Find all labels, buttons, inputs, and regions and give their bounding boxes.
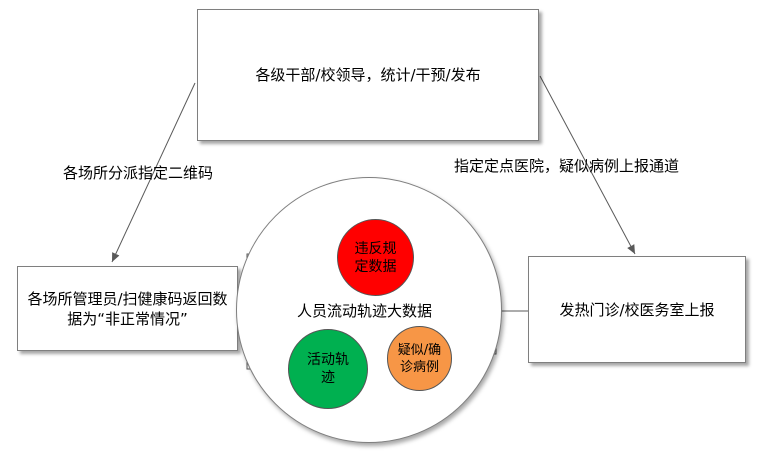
green-dot-text: 活动轨迹 [307, 352, 349, 386]
arrow-top-to-right [539, 75, 636, 255]
edge-label-left: 各场所分派指定二维码 [63, 164, 214, 182]
green-dot: 活动轨迹 [288, 329, 368, 409]
red-dot: 违反规定数据 [337, 219, 414, 296]
left-box: 各场所管理员/扫健康码返回数据为“非正常情况” [17, 266, 238, 351]
orange-dot: 疑似/确诊病例 [387, 326, 452, 391]
top-box-text: 各级干部/校领导，统计/干预/发布 [255, 66, 481, 84]
left-box-text: 各场所管理员/扫健康码返回数据为“非正常情况” [27, 289, 228, 328]
right-box-text: 发热门诊/校医务室上报 [559, 300, 715, 319]
top-box: 各级干部/校领导，统计/干预/发布 [197, 9, 539, 141]
orange-dot-text: 疑似/确诊病例 [397, 342, 442, 375]
red-dot-text: 违反规定数据 [354, 240, 397, 275]
right-box: 发热门诊/校医务室上报 [528, 256, 746, 363]
edge-label-right: 指定定点医院，疑似病例上报通道 [454, 157, 680, 175]
center-circle-label: 人员流动轨迹大数据 [297, 302, 433, 320]
arrow-top-to-left [111, 82, 196, 263]
